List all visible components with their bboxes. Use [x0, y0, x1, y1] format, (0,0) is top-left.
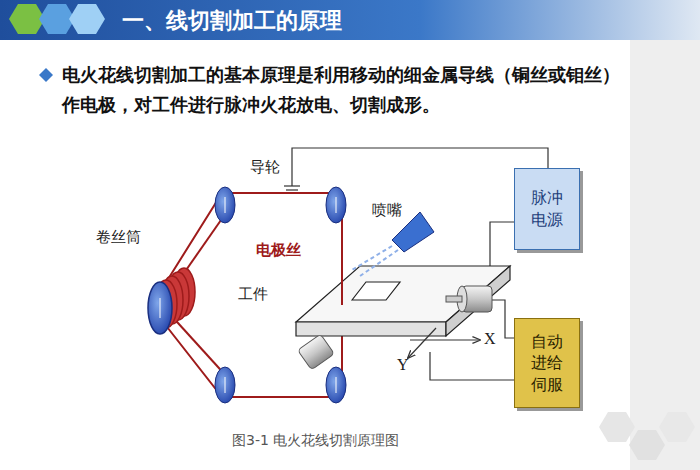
power-wires: [284, 148, 548, 282]
axis-label: X: [484, 330, 496, 348]
part-label: 电极丝: [256, 241, 301, 260]
side-panel: [630, 40, 700, 470]
slide-title: 一、线切割加工的原理: [122, 6, 342, 36]
nozzle: [352, 212, 434, 276]
motor: [298, 286, 492, 370]
servo-box: 自动进给伺服: [514, 318, 580, 408]
power-box: 脉冲电源: [514, 168, 580, 250]
bullet-text: 电火花线切割加工的基本原理是利用移动的细金属导线（铜丝或钼丝）作电极，对工件进行…: [62, 60, 622, 120]
header-bar: [0, 0, 700, 40]
hexagon-decor: [9, 4, 695, 460]
wire-drum: [148, 268, 195, 334]
bullet: [39, 68, 53, 82]
part-label: 卷丝筒: [96, 228, 141, 247]
part-label: 喷嘴: [372, 201, 402, 220]
axis-label: Y: [397, 356, 409, 374]
workpiece: [296, 266, 510, 336]
part-label: 导轮: [250, 158, 280, 177]
box-text: 脉冲电源: [530, 187, 564, 230]
box-text: 自动进给伺服: [530, 331, 564, 396]
electrode-wire: [160, 193, 342, 397]
axes: [408, 328, 480, 358]
figure-caption: 图3-1 电火花线切割原理图: [232, 432, 399, 450]
part-label: 工件: [238, 285, 268, 304]
electrode-wire-cut: [341, 240, 343, 305]
